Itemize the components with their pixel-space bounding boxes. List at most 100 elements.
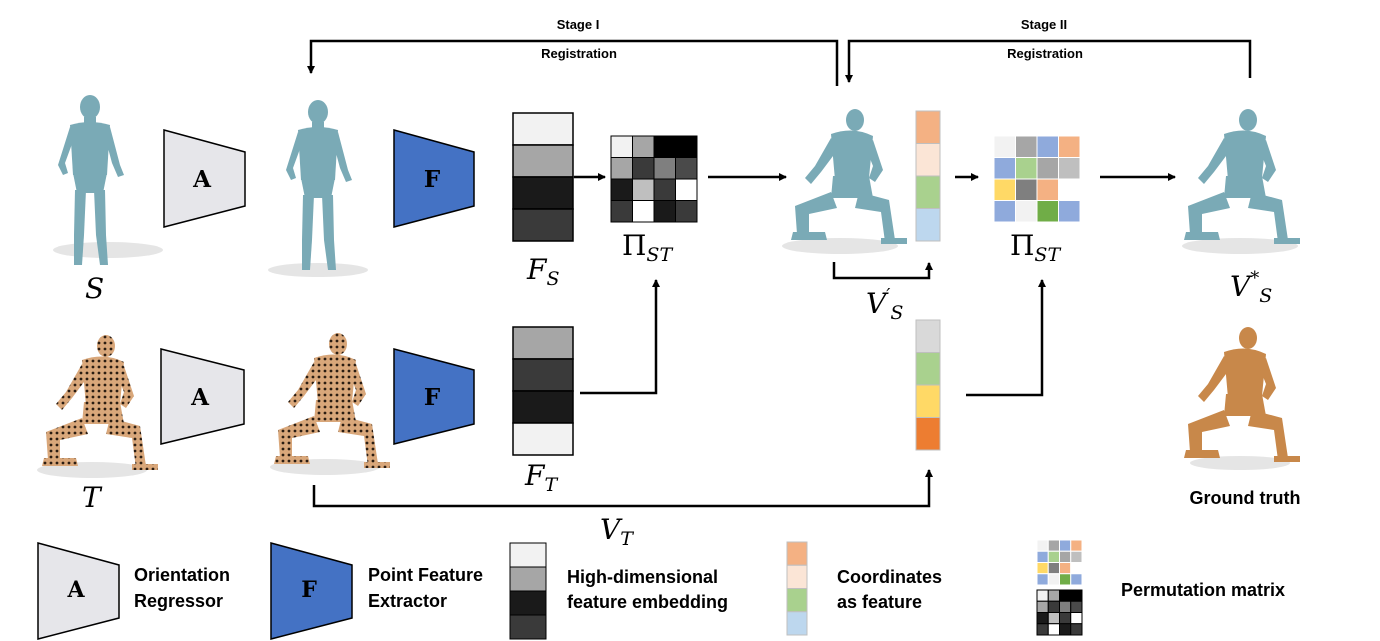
perm-cell: [675, 178, 698, 201]
perm-cell: [1036, 562, 1049, 575]
oriented-target-mesh-icon: [274, 333, 390, 468]
perm-cell: [1047, 589, 1060, 602]
output-mesh-icon: [1184, 109, 1300, 244]
perm-cell: [1070, 612, 1083, 625]
perm-cell: [993, 200, 1016, 223]
legend-permutation-label: Permutation matrix: [1121, 580, 1286, 600]
embedding-segment: [512, 208, 574, 242]
legend-coordinates-icon: [786, 541, 808, 636]
permutation-matrix-stage1: [610, 135, 698, 223]
perm-cell: [1058, 135, 1081, 158]
arrow-registered-to-coords: [832, 262, 933, 280]
coord-segment: [786, 564, 808, 589]
perm-cell: [1058, 200, 1081, 223]
embedding-segment: [512, 144, 574, 178]
legend-feature-icon: [270, 542, 353, 640]
feature-target-symbol: FT: [525, 459, 558, 496]
perm-cell: [1036, 135, 1059, 158]
perm-cell: [1047, 600, 1060, 613]
perm-cell: [1070, 539, 1083, 552]
point-feature-extractor-source: [393, 129, 475, 228]
arrow-target-to-coords: [312, 469, 933, 508]
stage2-title: Stage II: [1020, 17, 1068, 32]
perm-cell: [610, 200, 633, 223]
legend-permutation-color-icon: [1036, 539, 1083, 586]
legend-coordinates-label-2: as feature: [837, 592, 923, 612]
permutation-symbol-stage2: ΠST: [1010, 229, 1061, 266]
legend-orientation-letter: A: [67, 577, 85, 603]
perm-cell: [1036, 539, 1049, 552]
perm-cell: [1047, 573, 1060, 586]
perm-cell: [1059, 550, 1072, 563]
coord-segment: [915, 384, 941, 418]
perm-cell: [993, 135, 1016, 158]
orientation-letter-target: A: [191, 384, 209, 411]
orientation-letter-source: A: [193, 166, 211, 193]
embedding-segment: [512, 390, 574, 424]
coord-segment: [915, 417, 941, 451]
perm-cell: [610, 157, 633, 180]
stage1-feedback-loop: [307, 39, 839, 86]
perm-cell: [1070, 600, 1083, 613]
legend-coordinates-label-1: Coordinates: [837, 567, 943, 587]
target-symbol: T: [82, 481, 101, 514]
perm-cell: [1059, 589, 1072, 602]
embedding-segment: [512, 326, 574, 360]
coordinate-features-source: [915, 110, 941, 242]
perm-cell: [1036, 157, 1059, 180]
permutation-symbol-stage1: ΠST: [622, 229, 673, 266]
orientation-regressor-target: [160, 348, 245, 445]
perm-cell: [1059, 562, 1072, 575]
perm-cell: [1015, 178, 1038, 201]
stage2-feedback-loop: [845, 39, 1252, 83]
target-vertices-symbol: VT: [600, 513, 633, 550]
perm-cell: [653, 200, 676, 223]
perm-cell: [632, 178, 655, 201]
perm-cell: [1047, 539, 1060, 552]
ground-truth-label: Ground truth: [1189, 488, 1301, 508]
permutation-matrix-stage2: [993, 135, 1081, 223]
coord-segment: [915, 143, 941, 177]
coordinate-features-target: [915, 319, 941, 451]
registered-source-symbol: V′S: [866, 285, 904, 324]
perm-cell: [1036, 623, 1049, 636]
coord-segment: [786, 611, 808, 636]
perm-cell: [653, 135, 676, 158]
stage1-subtitle: Registration: [541, 46, 617, 61]
perm-cell: [675, 157, 698, 180]
arrow-ft-to-perm: [580, 279, 660, 395]
perm-cell: [1015, 200, 1038, 223]
stage2-subtitle: Registration: [1007, 46, 1083, 61]
arrow-coords-tgt-to-perm2: [966, 279, 1046, 397]
perm-cell: [1070, 573, 1083, 586]
perm-cell: [1059, 539, 1072, 552]
perm-cell: [1059, 573, 1072, 586]
legend-orientation-label-2: Regressor: [134, 591, 224, 611]
perm-cell: [610, 135, 633, 158]
legend-feature-label-2: Extractor: [368, 591, 448, 611]
legend-orientation-icon: [37, 542, 120, 640]
embedding-segment: [509, 542, 547, 568]
perm-cell: [1070, 550, 1083, 563]
feature-letter-source: F: [423, 166, 441, 193]
perm-cell: [1047, 623, 1060, 636]
legend-embedding-icon: [509, 542, 547, 640]
perm-cell: [1070, 562, 1083, 575]
coord-segment: [915, 175, 941, 209]
output-symbol: V*S: [1230, 268, 1273, 307]
coord-segment: [786, 541, 808, 566]
perm-cell: [1036, 573, 1049, 586]
ground-truth-mesh-icon: [1184, 327, 1300, 462]
stage1-title: Stage I: [556, 17, 600, 32]
perm-cell: [1070, 623, 1083, 636]
perm-cell: [1036, 200, 1059, 223]
source-mesh-icon: [58, 95, 124, 265]
feature-letter-target: F: [423, 384, 441, 411]
embedding-segment: [512, 112, 574, 146]
coord-segment: [915, 352, 941, 386]
embedding-segment: [509, 590, 547, 616]
embedding-segment: [509, 566, 547, 592]
embedding-segment: [512, 176, 574, 210]
perm-cell: [1036, 178, 1059, 201]
oriented-source-mesh-icon: [286, 100, 352, 270]
